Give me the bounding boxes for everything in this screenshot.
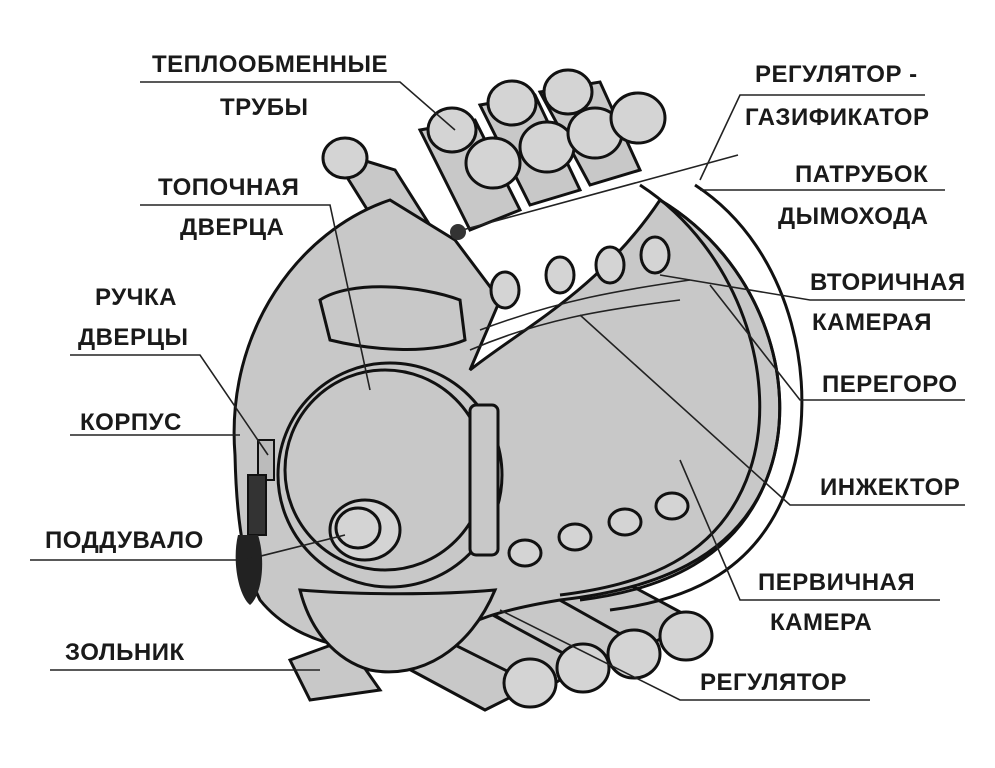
label-gasifier-2: ГАЗИФИКАТОР: [745, 104, 929, 131]
label-heat-pipes-2: ТРУБЫ: [220, 94, 309, 121]
label-heat-pipes-1: ТЕПЛООБМЕННЫЕ: [152, 51, 388, 78]
label-secondary-2: КАМЕРАЯ: [812, 309, 932, 336]
label-fire-door-1: ТОПОЧНАЯ: [158, 174, 299, 201]
label-partition: ПЕРЕГОРО: [822, 371, 958, 398]
top-heat-pipes: [321, 68, 667, 269]
label-gasifier-1: РЕГУЛЯТОР -: [755, 61, 918, 88]
ash-pan-shape: [298, 588, 498, 674]
label-door-handle-2: ДВЕРЦЫ: [78, 324, 188, 351]
label-door-handle-1: РУЧКА: [95, 284, 177, 311]
label-regulator: РЕГУЛЯТОР: [700, 669, 847, 696]
label-flue-1: ПАТРУБОК: [795, 161, 928, 188]
labels: ТЕПЛООБМЕННЫЕ ТРУБЫ ТОПОЧНАЯ ДВЕРЦА РУЧК…: [45, 51, 966, 696]
label-secondary-1: ВТОРИЧНАЯ: [810, 269, 966, 296]
label-fire-door-2: ДВЕРЦА: [180, 214, 284, 241]
label-blower: ПОДДУВАЛО: [45, 527, 204, 554]
label-body: КОРПУС: [80, 409, 182, 436]
leader-lines: [30, 81, 965, 701]
door-handle-shape: [235, 439, 275, 605]
label-ash-pan: ЗОЛЬНИК: [65, 639, 185, 666]
label-primary-1: ПЕРВИЧНАЯ: [758, 569, 915, 596]
label-primary-2: КАМЕРА: [770, 609, 872, 636]
label-flue-2: ДЫМОХОДА: [778, 203, 929, 230]
door-plate: [318, 285, 467, 351]
label-injector: ИНЖЕКТОР: [820, 474, 960, 501]
